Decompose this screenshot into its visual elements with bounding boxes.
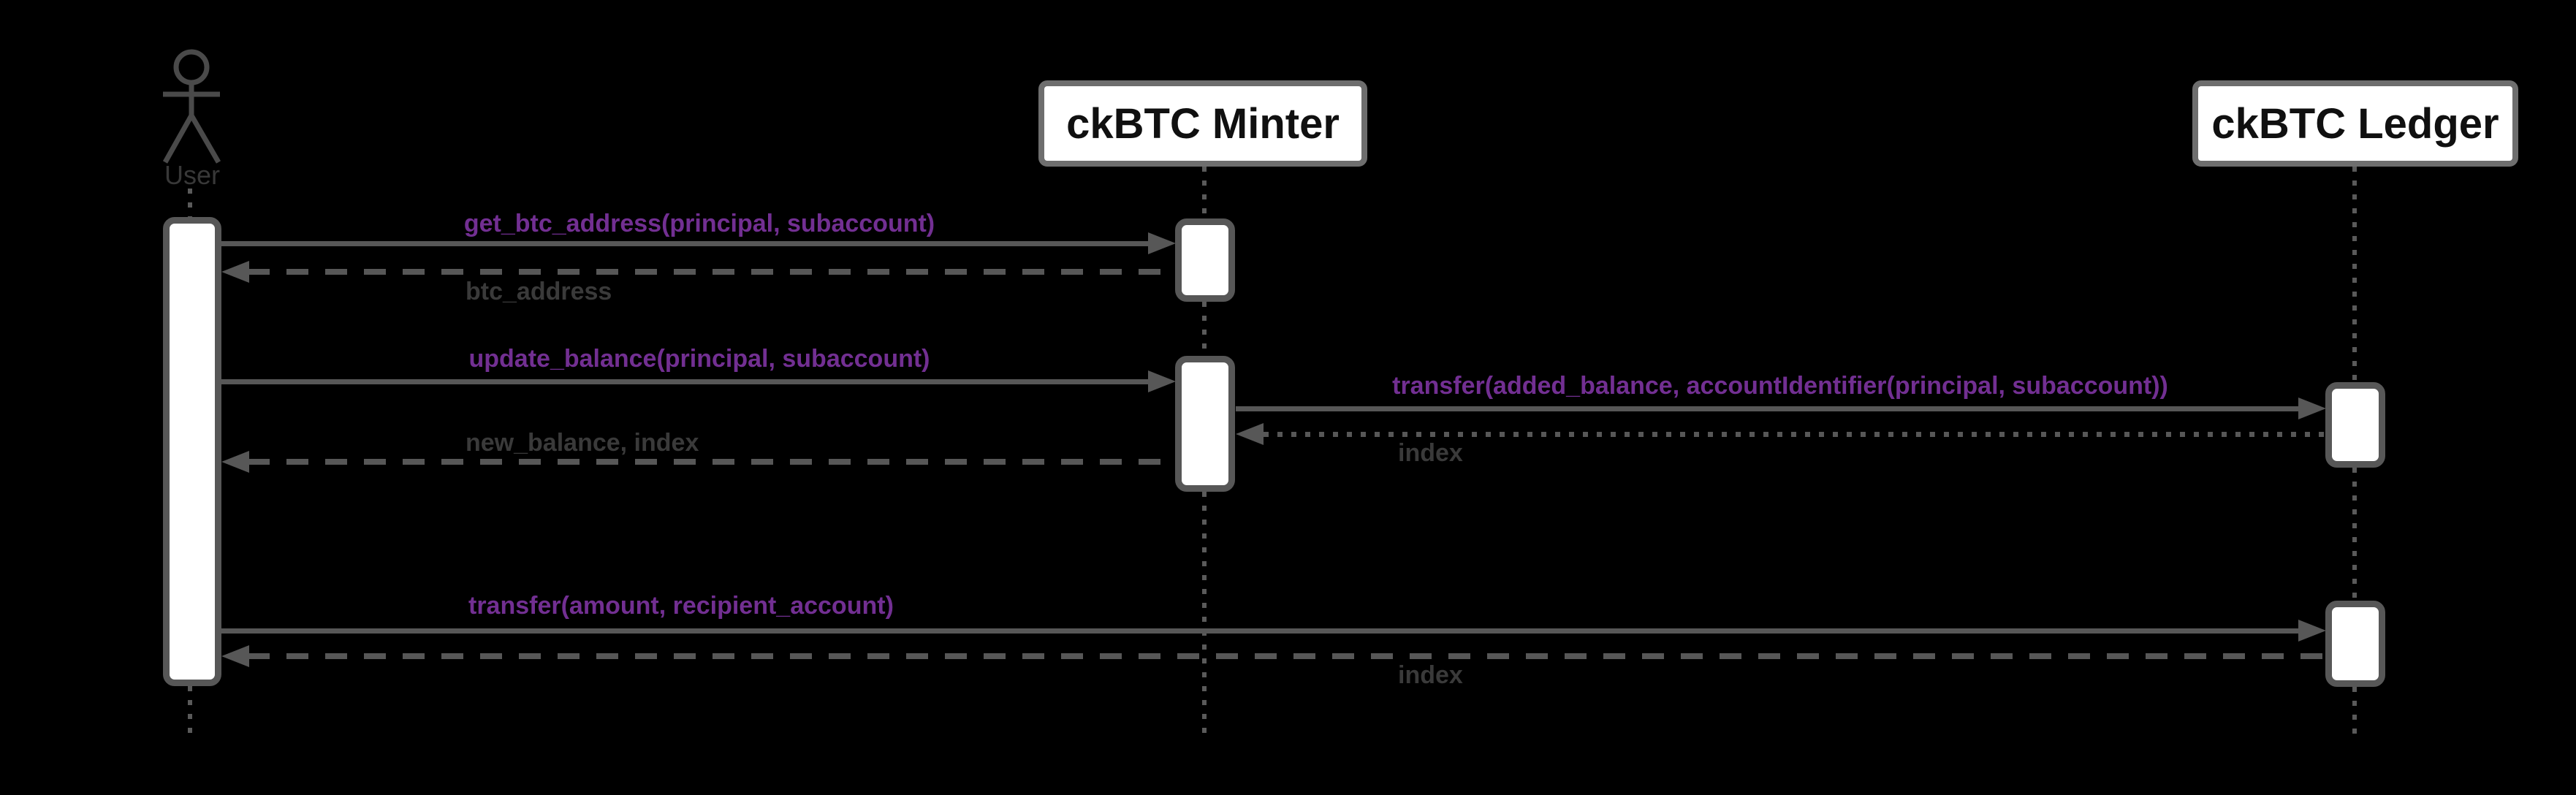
activation-bar-ledger-2 xyxy=(2325,601,2385,687)
message-label-new-balance-index: new_balance, index xyxy=(466,429,699,457)
arrowhead-index-ledger-user xyxy=(221,645,249,667)
lifeline-ledger-seg2 xyxy=(2352,468,2357,601)
participant-box-minter: ckBTC Minter xyxy=(1038,80,1367,167)
participant-label-minter: ckBTC Minter xyxy=(1066,99,1340,148)
arrowhead-transfer-added-balance xyxy=(2298,398,2326,419)
participant-label-ledger: ckBTC Ledger xyxy=(2211,99,2499,148)
actor-head xyxy=(173,49,210,85)
message-label-index-ledger-user: index xyxy=(1398,661,1463,689)
message-label-transfer-amount: transfer(amount, recipient_account) xyxy=(468,592,894,620)
message-line-get-btc-address xyxy=(221,241,1151,246)
message-label-get-btc-address: get_btc_address(principal, subaccount) xyxy=(463,210,935,237)
lifeline-user-bottom xyxy=(188,686,192,739)
arrowhead-btc-address xyxy=(221,261,249,283)
lifeline-minter-seg3 xyxy=(1202,492,1207,739)
message-line-update-balance xyxy=(221,379,1151,384)
lifeline-minter-seg2 xyxy=(1202,302,1207,356)
activation-bar-minter-2 xyxy=(1175,356,1235,492)
activation-bar-minter-1 xyxy=(1175,218,1235,302)
message-label-btc-address: btc_address xyxy=(466,278,612,305)
message-label-transfer-added-balance: transfer(added_balance, accountIdentifie… xyxy=(1392,372,2168,400)
activation-bar-ledger-1 xyxy=(2325,382,2385,468)
arrowhead-update-balance xyxy=(1148,370,1176,392)
message-label-index-ledger-minter: index xyxy=(1398,439,1463,467)
actor-label-user: User xyxy=(164,160,221,190)
message-line-new-balance-index xyxy=(248,459,1176,465)
message-line-transfer-amount xyxy=(221,628,2300,634)
message-line-index-ledger-minter xyxy=(1264,432,2326,437)
lifeline-minter-seg1 xyxy=(1202,167,1207,218)
message-line-transfer-added-balance xyxy=(1236,406,2300,411)
arrowhead-transfer-amount xyxy=(2298,620,2326,642)
actor-leg-left xyxy=(162,114,194,164)
lifeline-ledger-seg1 xyxy=(2352,167,2357,382)
participant-box-ledger: ckBTC Ledger xyxy=(2192,80,2518,167)
arrowhead-new-balance-index xyxy=(221,451,249,473)
activation-bar-user xyxy=(163,217,221,686)
message-line-btc-address xyxy=(248,269,1176,275)
lifeline-user-top xyxy=(188,189,192,217)
arrowhead-index-ledger-minter xyxy=(1236,423,1264,445)
message-label-update-balance: update_balance(principal, subaccount) xyxy=(468,345,930,373)
user-actor-icon xyxy=(162,49,221,164)
arrowhead-get-btc-address xyxy=(1148,232,1176,254)
message-line-index-ledger-user xyxy=(248,653,2326,659)
actor-leg-right xyxy=(189,114,221,164)
lifeline-ledger-seg3 xyxy=(2352,687,2357,739)
